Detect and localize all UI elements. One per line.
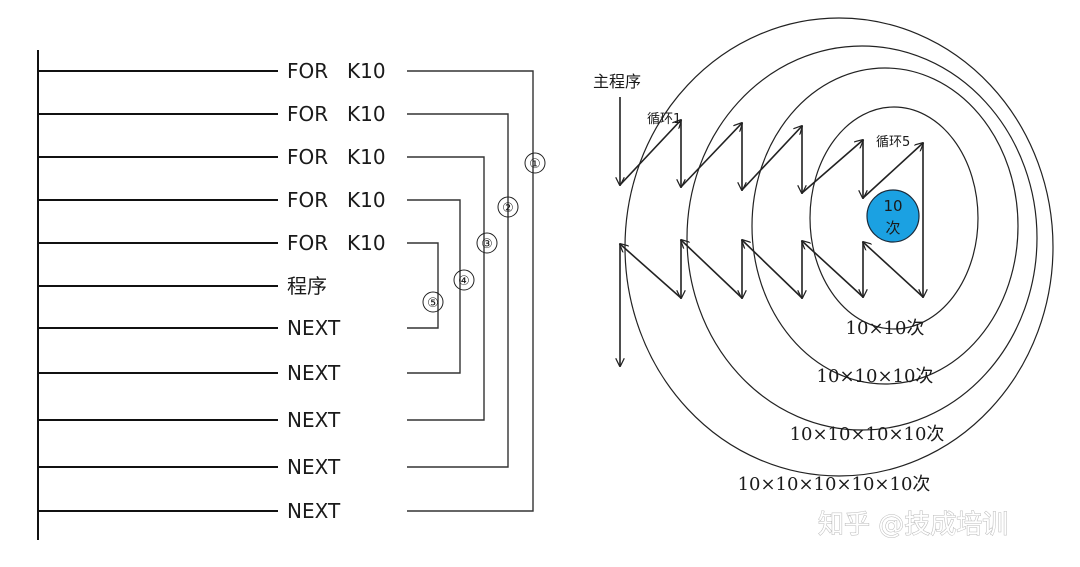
watermark: 知乎 @技成培训 (818, 510, 1008, 540)
for-operand: K10 (347, 145, 386, 169)
loop-ellipse-2 (686, 45, 1038, 431)
for-rung: FOR K10 (38, 102, 386, 126)
next-rung: NEXT (38, 316, 341, 340)
program-rung: 程序 (38, 274, 327, 298)
loop-flow-diagram: 10 次 主程序 循环1 循环5 10×10次 10×10×10次 10×10×… (593, 17, 1054, 495)
next-instruction: NEXT (287, 316, 341, 340)
loop1-label: 循环1 (647, 112, 681, 127)
bracket-line (407, 199, 461, 374)
for-instruction: FOR (287, 145, 328, 169)
loop-bracket-5: ⑤ (407, 242, 444, 329)
for-operand: K10 (347, 231, 386, 255)
diagonal-return-arrow (681, 240, 743, 299)
core-count-unit: 次 (885, 219, 900, 237)
for-rung: FOR K10 (38, 145, 386, 169)
loop-marker-number: ③ (481, 237, 493, 252)
loop-marker-number: ① (529, 157, 541, 172)
bracket-line (407, 70, 534, 512)
loop-bracket-1: ① (407, 70, 546, 512)
loop5-label: 循环5 (876, 135, 910, 150)
diagonal-return-arrow (620, 244, 682, 299)
diagonal-up-arrow (801, 140, 863, 194)
bracket-line (407, 156, 485, 421)
next-instruction: NEXT (287, 361, 341, 385)
diagonal-return-arrow (742, 240, 803, 299)
diagonal-return-arrow (863, 242, 924, 298)
loop-bracket-2: ② (407, 113, 519, 468)
next-instruction: NEXT (287, 499, 341, 523)
diagonal-up-arrow (619, 120, 681, 186)
for-operand: K10 (347, 188, 386, 212)
loop-marker-circle (524, 152, 546, 174)
next-rung: NEXT (38, 361, 341, 385)
next-instruction: NEXT (287, 455, 341, 479)
next-rung: NEXT (38, 499, 341, 523)
loop-marker-circle (476, 232, 498, 254)
loop-ellipse-4 (809, 106, 979, 330)
loop-ellipse-3 (751, 67, 1019, 385)
core-loop-badge (866, 189, 920, 243)
for-rung: FOR K10 (38, 231, 386, 255)
for-rung: FOR K10 (38, 188, 386, 212)
diagonal-return-arrow (802, 241, 864, 298)
bracket-line (407, 113, 509, 468)
for-rung: FOR K10 (38, 59, 386, 83)
diagonal-up-arrow (680, 123, 742, 188)
bracket-line (407, 242, 439, 329)
main-program-label: 主程序 (593, 72, 641, 91)
count-label-4-loops: 10×10×10×10次 (790, 424, 945, 445)
diagonal-up-arrow (741, 126, 802, 191)
count-label-2-loops: 10×10次 (846, 318, 925, 339)
for-operand: K10 (347, 59, 386, 83)
for-instruction: FOR (287, 231, 328, 255)
loop-bracket-3: ③ (407, 156, 498, 421)
program-label: 程序 (287, 274, 327, 298)
loop-marker-number: ⑤ (427, 296, 439, 311)
for-operand: K10 (347, 102, 386, 126)
loop-marker-number: ④ (458, 274, 470, 289)
core-count-number: 10 (883, 197, 902, 215)
for-instruction: FOR (287, 188, 328, 212)
loop-marker-circle (422, 291, 444, 313)
count-label-5-loops: 10×10×10×10×10次 (738, 474, 931, 495)
loop-marker-number: ② (502, 201, 514, 216)
next-rung: NEXT (38, 455, 341, 479)
for-instruction: FOR (287, 59, 328, 83)
next-instruction: NEXT (287, 408, 341, 432)
for-instruction: FOR (287, 102, 328, 126)
loop-bracket-4: ④ (407, 199, 475, 374)
loop-marker-circle (453, 269, 475, 291)
count-label-3-loops: 10×10×10次 (817, 366, 934, 387)
diagonal-up-arrow (862, 143, 923, 199)
flow-arrows (620, 97, 923, 366)
next-rung: NEXT (38, 408, 341, 432)
loop-marker-circle (497, 196, 519, 218)
